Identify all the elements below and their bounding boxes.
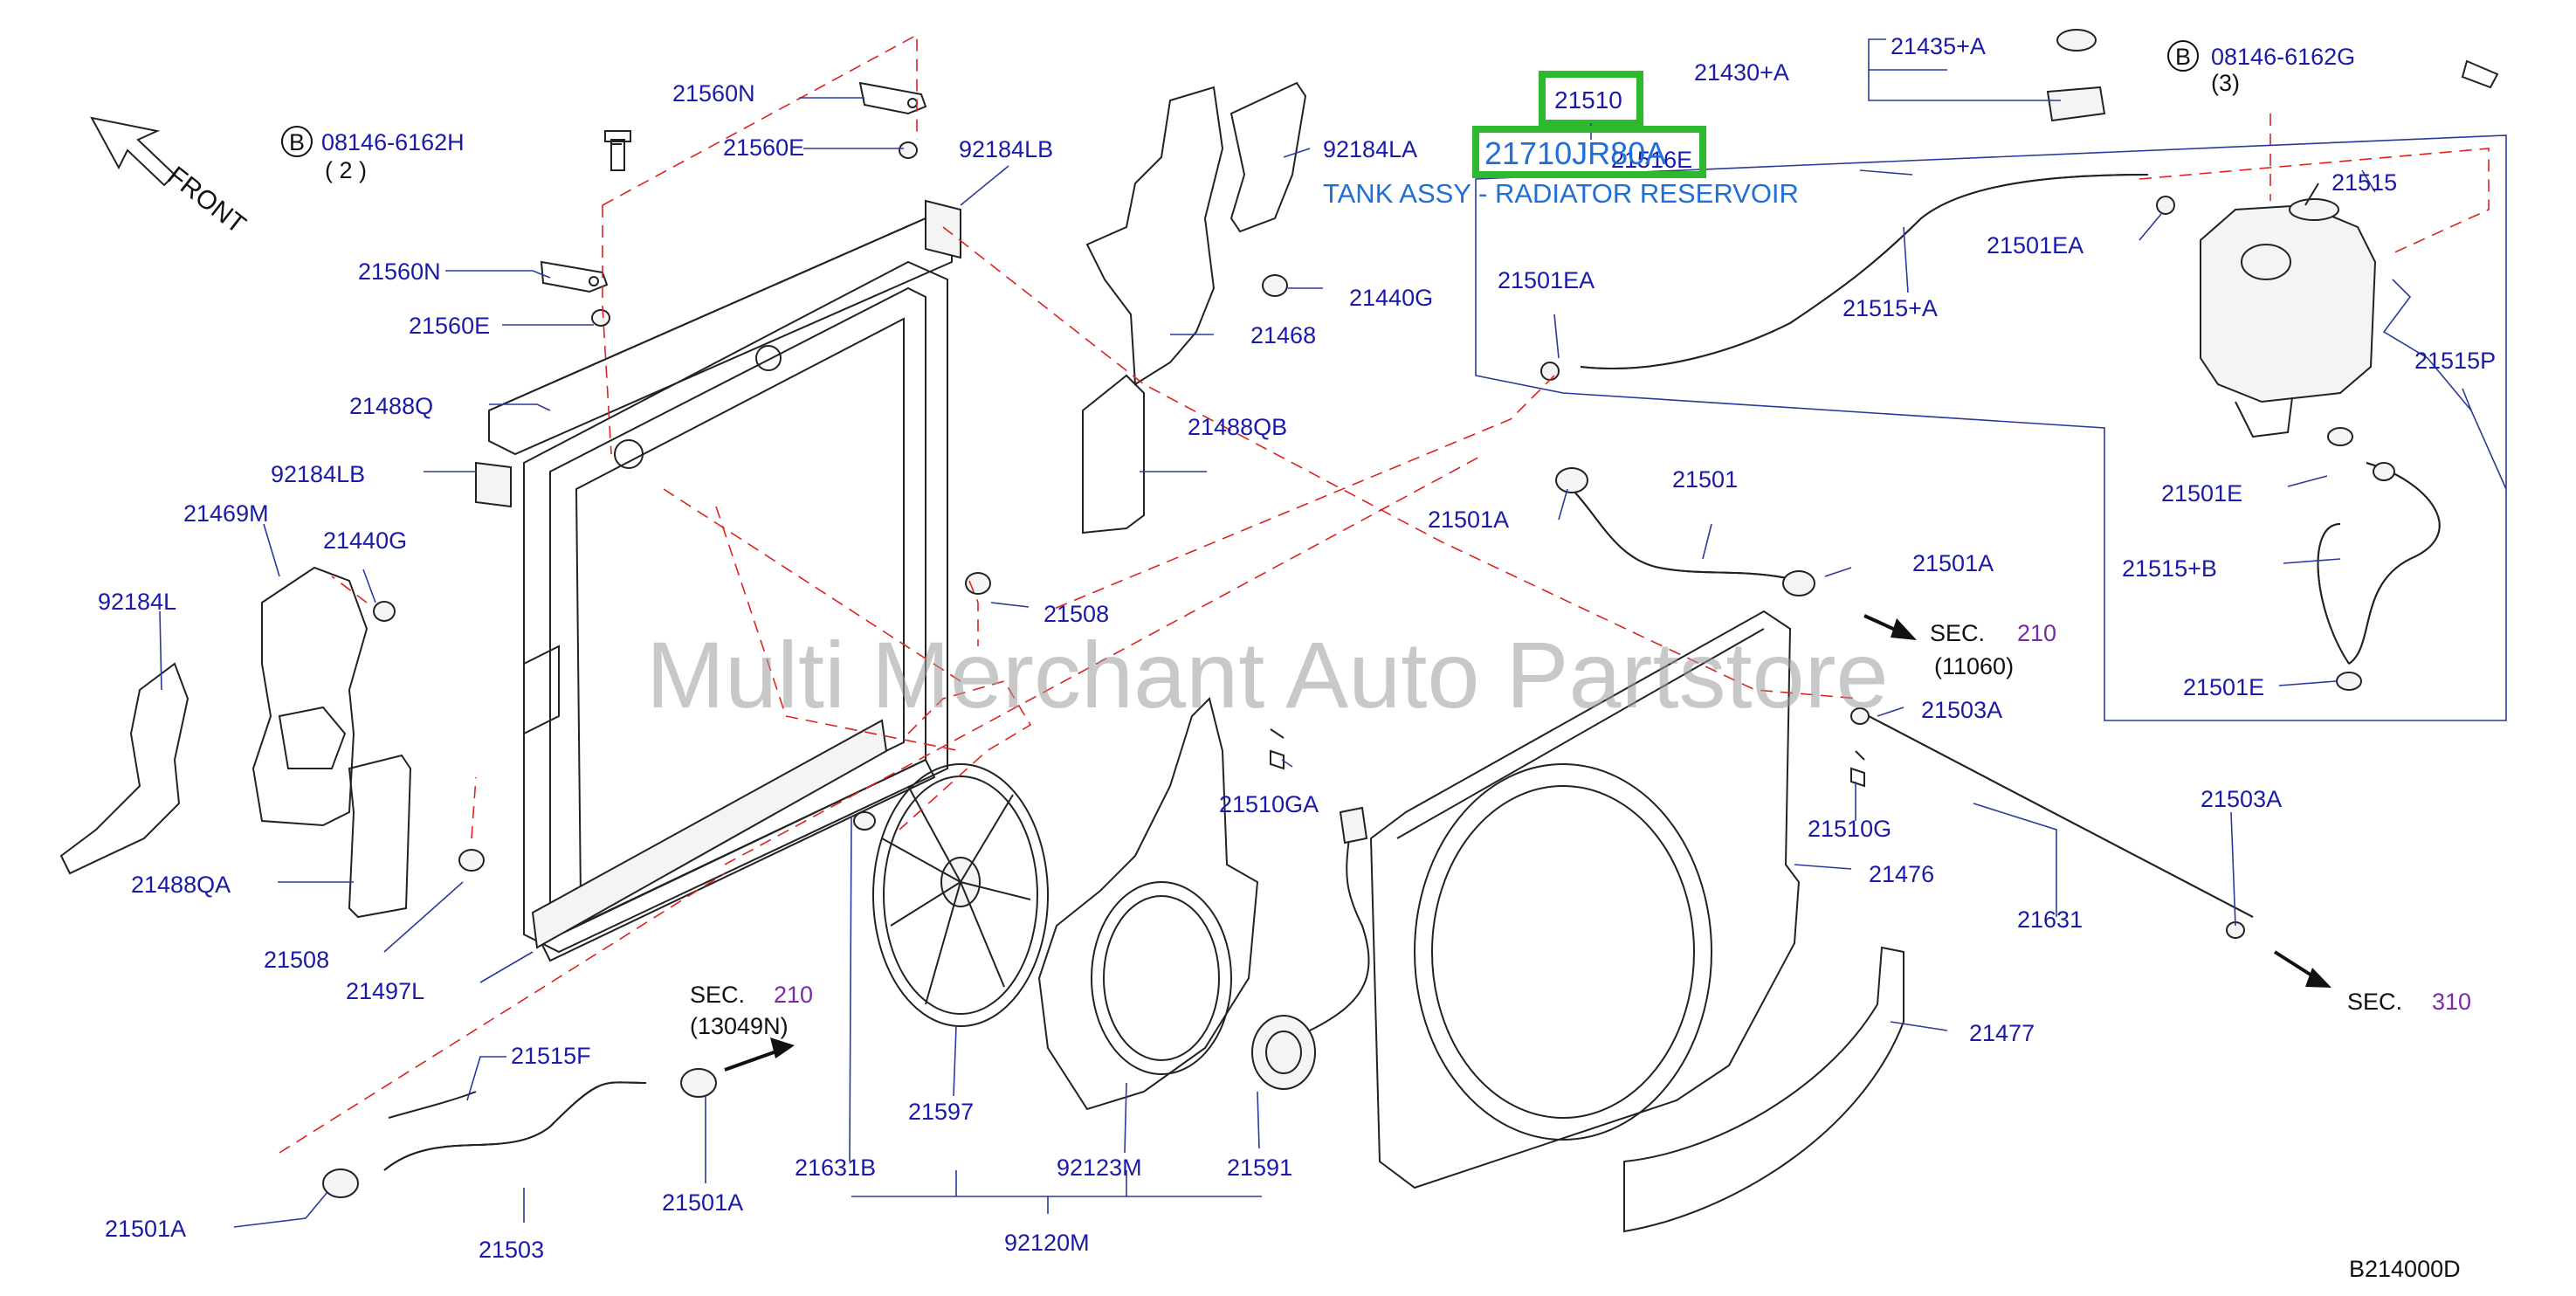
bolt-part-number: 08146-6162G xyxy=(2211,44,2355,70)
center-air-guide-set xyxy=(965,81,1307,595)
sec-prefix: SEC. xyxy=(690,982,745,1008)
bolt-b-circle xyxy=(281,126,313,157)
sec-number: 310 xyxy=(2432,989,2471,1015)
label-21430A: 21430+A xyxy=(1694,59,1789,86)
label-21440G: 21440G xyxy=(323,527,407,554)
part-labels: 21560N 21560E 92184LB 21560N 21560E 2148… xyxy=(98,33,2496,1263)
section-arrows xyxy=(724,614,2331,1072)
label-21501A: 21501A xyxy=(105,1216,186,1242)
assembly-guide-lines xyxy=(279,33,2490,1154)
sec-sub: (13049N) xyxy=(690,1013,789,1039)
label-21501A: 21501A xyxy=(662,1189,743,1216)
label-21501EA: 21501EA xyxy=(1498,267,1595,293)
sec-prefix: SEC. xyxy=(1930,620,1985,646)
label-21476: 21476 xyxy=(1869,861,1934,887)
drawing-code: B214000D xyxy=(2349,1256,2461,1282)
bolt-quantity: (3) xyxy=(2211,70,2240,96)
cooling-fan xyxy=(872,763,1049,1027)
highlight-oem-number: 21710JR80A xyxy=(1484,135,1666,171)
section-ref-13049n: SEC. 210 (13049N) xyxy=(690,982,813,1039)
section-ref-11060: SEC. 210 (11060) xyxy=(1930,620,2056,679)
highlight-part-number: 21510 xyxy=(1554,86,1622,114)
bolt-callout-right: B 08146-6162G (3) xyxy=(2167,40,2355,96)
lower-shroud-panel xyxy=(1623,946,1904,1233)
label-21488QA: 21488QA xyxy=(131,872,231,898)
radiator-shroud xyxy=(1369,610,1801,1189)
sec-prefix: SEC. xyxy=(2347,989,2402,1015)
label-21503A: 21503A xyxy=(1921,697,2002,723)
left-air-guide-set xyxy=(59,566,485,919)
label-21440G: 21440G xyxy=(1349,285,1433,311)
label-92184LA: 92184LA xyxy=(1323,136,1417,162)
label-92120M: 92120M xyxy=(1004,1230,1090,1256)
watermark: Multi Merchant Auto Partstore xyxy=(646,622,1889,727)
fan-shroud xyxy=(1037,697,1259,1111)
bolt-callout-left: B 08146-6162H ( 2 ) xyxy=(281,126,465,183)
label-21515A: 21515+A xyxy=(1842,295,1938,321)
label-21468: 21468 xyxy=(1250,322,1316,348)
label-92123M: 92123M xyxy=(1057,1155,1142,1181)
lower-seal-strip xyxy=(531,719,888,949)
radiator-core xyxy=(488,217,953,962)
leader-lines xyxy=(159,38,2507,1228)
bolt-b-letter: B xyxy=(2175,44,2191,70)
label-21497L: 21497L xyxy=(346,978,424,1004)
label-21515P: 21515P xyxy=(2414,348,2496,374)
fan-motor xyxy=(1251,806,1370,1090)
label-21597: 21597 xyxy=(908,1099,974,1125)
reservoir-tank xyxy=(2200,183,2377,438)
label-21560N: 21560N xyxy=(672,80,755,107)
label-21631: 21631 xyxy=(2017,907,2083,933)
label-21508: 21508 xyxy=(1043,601,1109,627)
label-21510GA: 21510GA xyxy=(1219,791,1319,817)
sec-number: 210 xyxy=(774,982,813,1008)
label-21501EA: 21501EA xyxy=(1987,232,2084,259)
label-21516E: 21516E xyxy=(1611,147,1692,173)
label-21501A: 21501A xyxy=(1428,507,1509,533)
label-21503: 21503 xyxy=(479,1237,544,1263)
label-21488QB: 21488QB xyxy=(1188,414,1287,440)
label-21469M: 21469M xyxy=(183,500,269,527)
label-21501A: 21501A xyxy=(1912,550,1994,576)
label-21510G: 21510G xyxy=(1808,816,1891,842)
bolt-b-letter: B xyxy=(289,129,305,155)
label-21560E: 21560E xyxy=(723,134,804,161)
highlight-box-oem-number[interactable] xyxy=(1472,126,1706,178)
bolts xyxy=(611,143,1865,788)
sec-number: 210 xyxy=(2017,620,2056,646)
label-21508: 21508 xyxy=(264,947,329,973)
label-21560E: 21560E xyxy=(409,313,490,339)
reservoir-caps xyxy=(2046,29,2499,122)
label-92184LB: 92184LB xyxy=(271,461,365,487)
highlight-description: TANK ASSY - RADIATOR RESERVOIR xyxy=(1323,178,1799,209)
label-21591: 21591 xyxy=(1227,1155,1292,1181)
highlighted-part-callout[interactable]: 21510 21710JR80A TANK ASSY - RADIATOR RE… xyxy=(1323,71,1799,209)
hose-clamps xyxy=(322,196,2395,1198)
label-21631B: 21631B xyxy=(795,1155,876,1181)
sec-sub: (11060) xyxy=(1934,653,2014,679)
label-21501E: 21501E xyxy=(2183,674,2264,700)
label-92184LB: 92184LB xyxy=(959,136,1053,162)
label-21488Q: 21488Q xyxy=(349,393,433,419)
coolant-hoses xyxy=(383,174,2441,1171)
label-21501: 21501 xyxy=(1672,466,1738,493)
label-21503A: 21503A xyxy=(2201,786,2282,812)
label-21560N: 21560N xyxy=(358,259,441,285)
front-label: FRONT xyxy=(162,162,251,240)
label-21515: 21515 xyxy=(2331,169,2397,196)
bolt-part-number: 08146-6162H xyxy=(321,129,465,155)
label-21515B: 21515+B xyxy=(2122,555,2217,582)
label-21515F: 21515F xyxy=(511,1043,591,1069)
upper-mount-brackets xyxy=(475,81,961,508)
label-92184L: 92184L xyxy=(98,589,176,615)
label-21435A: 21435+A xyxy=(1891,33,1986,59)
label-21477: 21477 xyxy=(1969,1020,2035,1046)
bolt-b-circle xyxy=(2167,40,2199,72)
front-arrow: FRONT xyxy=(90,116,251,240)
label-21501E: 21501E xyxy=(2161,480,2242,507)
section-ref-310: SEC. 310 xyxy=(2347,989,2471,1015)
bolt-quantity: ( 2 ) xyxy=(325,157,367,183)
